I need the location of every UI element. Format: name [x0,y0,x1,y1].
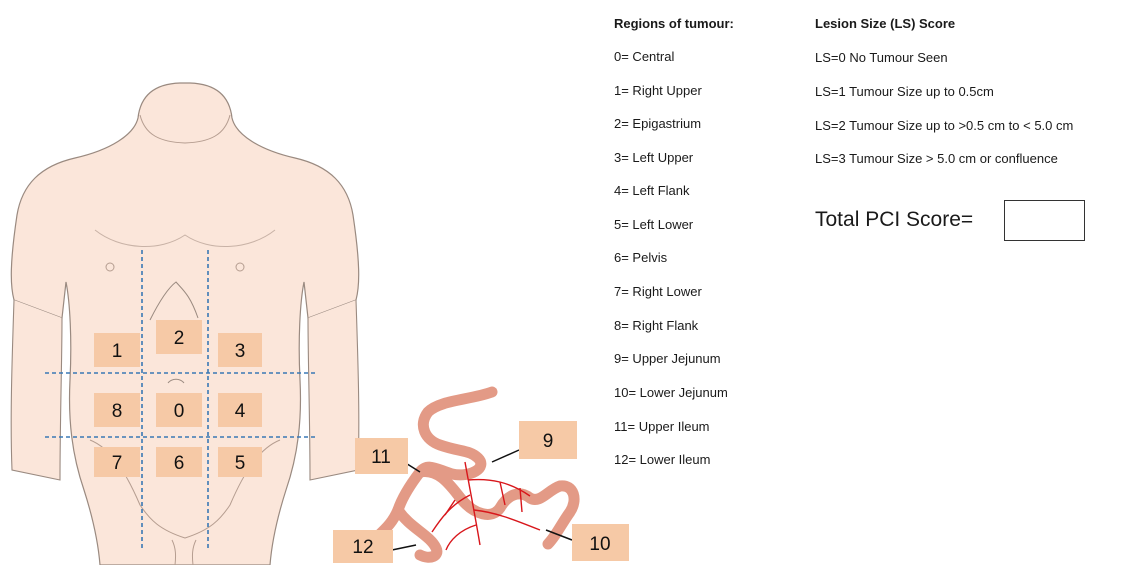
total-pci-score-field[interactable] [1004,200,1085,241]
region-item-6: 6= Pelvis [614,250,667,265]
region-label-4: 4 [235,401,246,422]
region-item-10: 10= Lower Jejunum [614,385,728,400]
region-item-11: 11= Upper Ileum [614,419,710,434]
region-label-6: 6 [174,453,185,474]
ls-heading: Lesion Size (LS) Score [815,16,955,31]
bowel-region-labels: 11 9 12 10 [333,421,629,563]
region-label-1: 1 [112,341,123,362]
region-label-9: 9 [543,431,554,452]
ls-item-3: LS=3 Tumour Size > 5.0 cm or confluence [815,151,1058,166]
ls-item-1: LS=1 Tumour Size up to 0.5cm [815,84,994,99]
region-item-0: 0= Central [614,49,674,64]
leader-line-9 [492,450,519,462]
region-label-7: 7 [112,453,123,474]
small-bowel-illustration [378,392,574,557]
region-item-7: 7= Right Lower [614,284,702,299]
region-label-2: 2 [174,328,185,349]
region-label-10: 10 [589,534,610,555]
region-label-12: 12 [352,537,373,558]
region-label-8: 8 [112,401,123,422]
region-label-0: 0 [174,401,185,422]
region-item-8: 8= Right Flank [614,318,698,333]
region-item-9: 9= Upper Jejunum [614,351,721,366]
region-item-5: 5= Left Lower [614,217,693,232]
region-item-2: 2= Epigastrium [614,116,701,131]
total-pci-label: Total PCI Score= [815,208,973,232]
region-label-5: 5 [235,453,246,474]
region-item-3: 3= Left Upper [614,150,693,165]
region-item-1: 1= Right Upper [614,83,702,98]
region-item-4: 4= Left Flank [614,183,690,198]
region-label-3: 3 [235,341,246,362]
abdomen-region-labels: 1 2 3 8 0 4 7 6 5 [94,320,262,477]
regions-heading: Regions of tumour: [614,16,734,31]
region-item-12: 12= Lower Ileum [614,452,710,467]
ls-item-2: LS=2 Tumour Size up to >0.5 cm to < 5.0 … [815,118,1073,133]
leader-line-12 [392,545,416,550]
region-label-11: 11 [371,447,391,468]
ls-item-0: LS=0 No Tumour Seen [815,50,948,65]
